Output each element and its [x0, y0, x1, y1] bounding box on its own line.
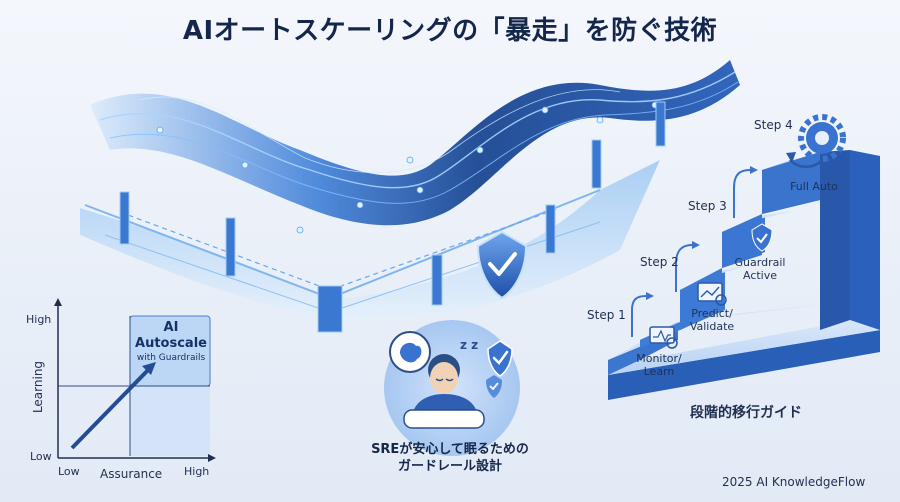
sre-sleeping-illustration: [384, 320, 520, 456]
step-4-label: Step 4: [754, 118, 793, 132]
sre-caption-line2: ガードレール設計: [397, 459, 502, 474]
sre-caption-line1: SREが安心して眠るための: [371, 442, 529, 457]
predict-chart-icon: [697, 282, 727, 306]
y-axis-label: Learning: [31, 360, 46, 414]
step-3-label: Step 3: [688, 199, 727, 213]
page-title: AIオートスケーリングの「暴走」を防ぐ技術: [182, 16, 718, 46]
footer-credit: 2025 AI KnowledgeFlow: [722, 475, 866, 489]
step-2-label: Step 2: [640, 255, 679, 269]
monitor-icon: [649, 326, 678, 349]
step-arrows: [631, 169, 751, 337]
step-3-text: Guardrail Active: [734, 256, 786, 282]
y-high-label: High: [26, 313, 52, 326]
fence-posts: [119, 101, 666, 333]
step-1-label: Step 1: [587, 308, 626, 322]
step-4-text: Full Auto: [790, 180, 838, 193]
highlight-line2: Autoscale: [135, 336, 207, 351]
migration-guide-title: 段階的移行ガイド: [690, 405, 802, 421]
y-low-label: Low: [30, 450, 52, 463]
x-low-label: Low: [58, 465, 80, 478]
x-axis-label: Assurance: [100, 467, 163, 481]
ai-autoscale-quadrant-label: AI Autoscale with Guardrails: [130, 320, 212, 364]
step-2-text: Predict/ Validate: [689, 307, 735, 333]
sre-caption: SREが安心して眠るための ガードレール設計: [330, 441, 570, 475]
guardrail-shield-icon: [476, 230, 528, 300]
quadrant-chart: [54, 298, 216, 462]
autoscale-data-stream: [90, 60, 740, 239]
highlight-line1: AI: [163, 320, 179, 335]
gear-icon: [786, 114, 846, 168]
step-1-text: Monitor/ Learn: [636, 352, 682, 378]
sleep-zz: z z: [460, 338, 479, 352]
x-high-label: High: [184, 465, 210, 478]
highlight-line3: with Guardrails: [136, 353, 206, 363]
step-shield-icon: [751, 223, 773, 252]
